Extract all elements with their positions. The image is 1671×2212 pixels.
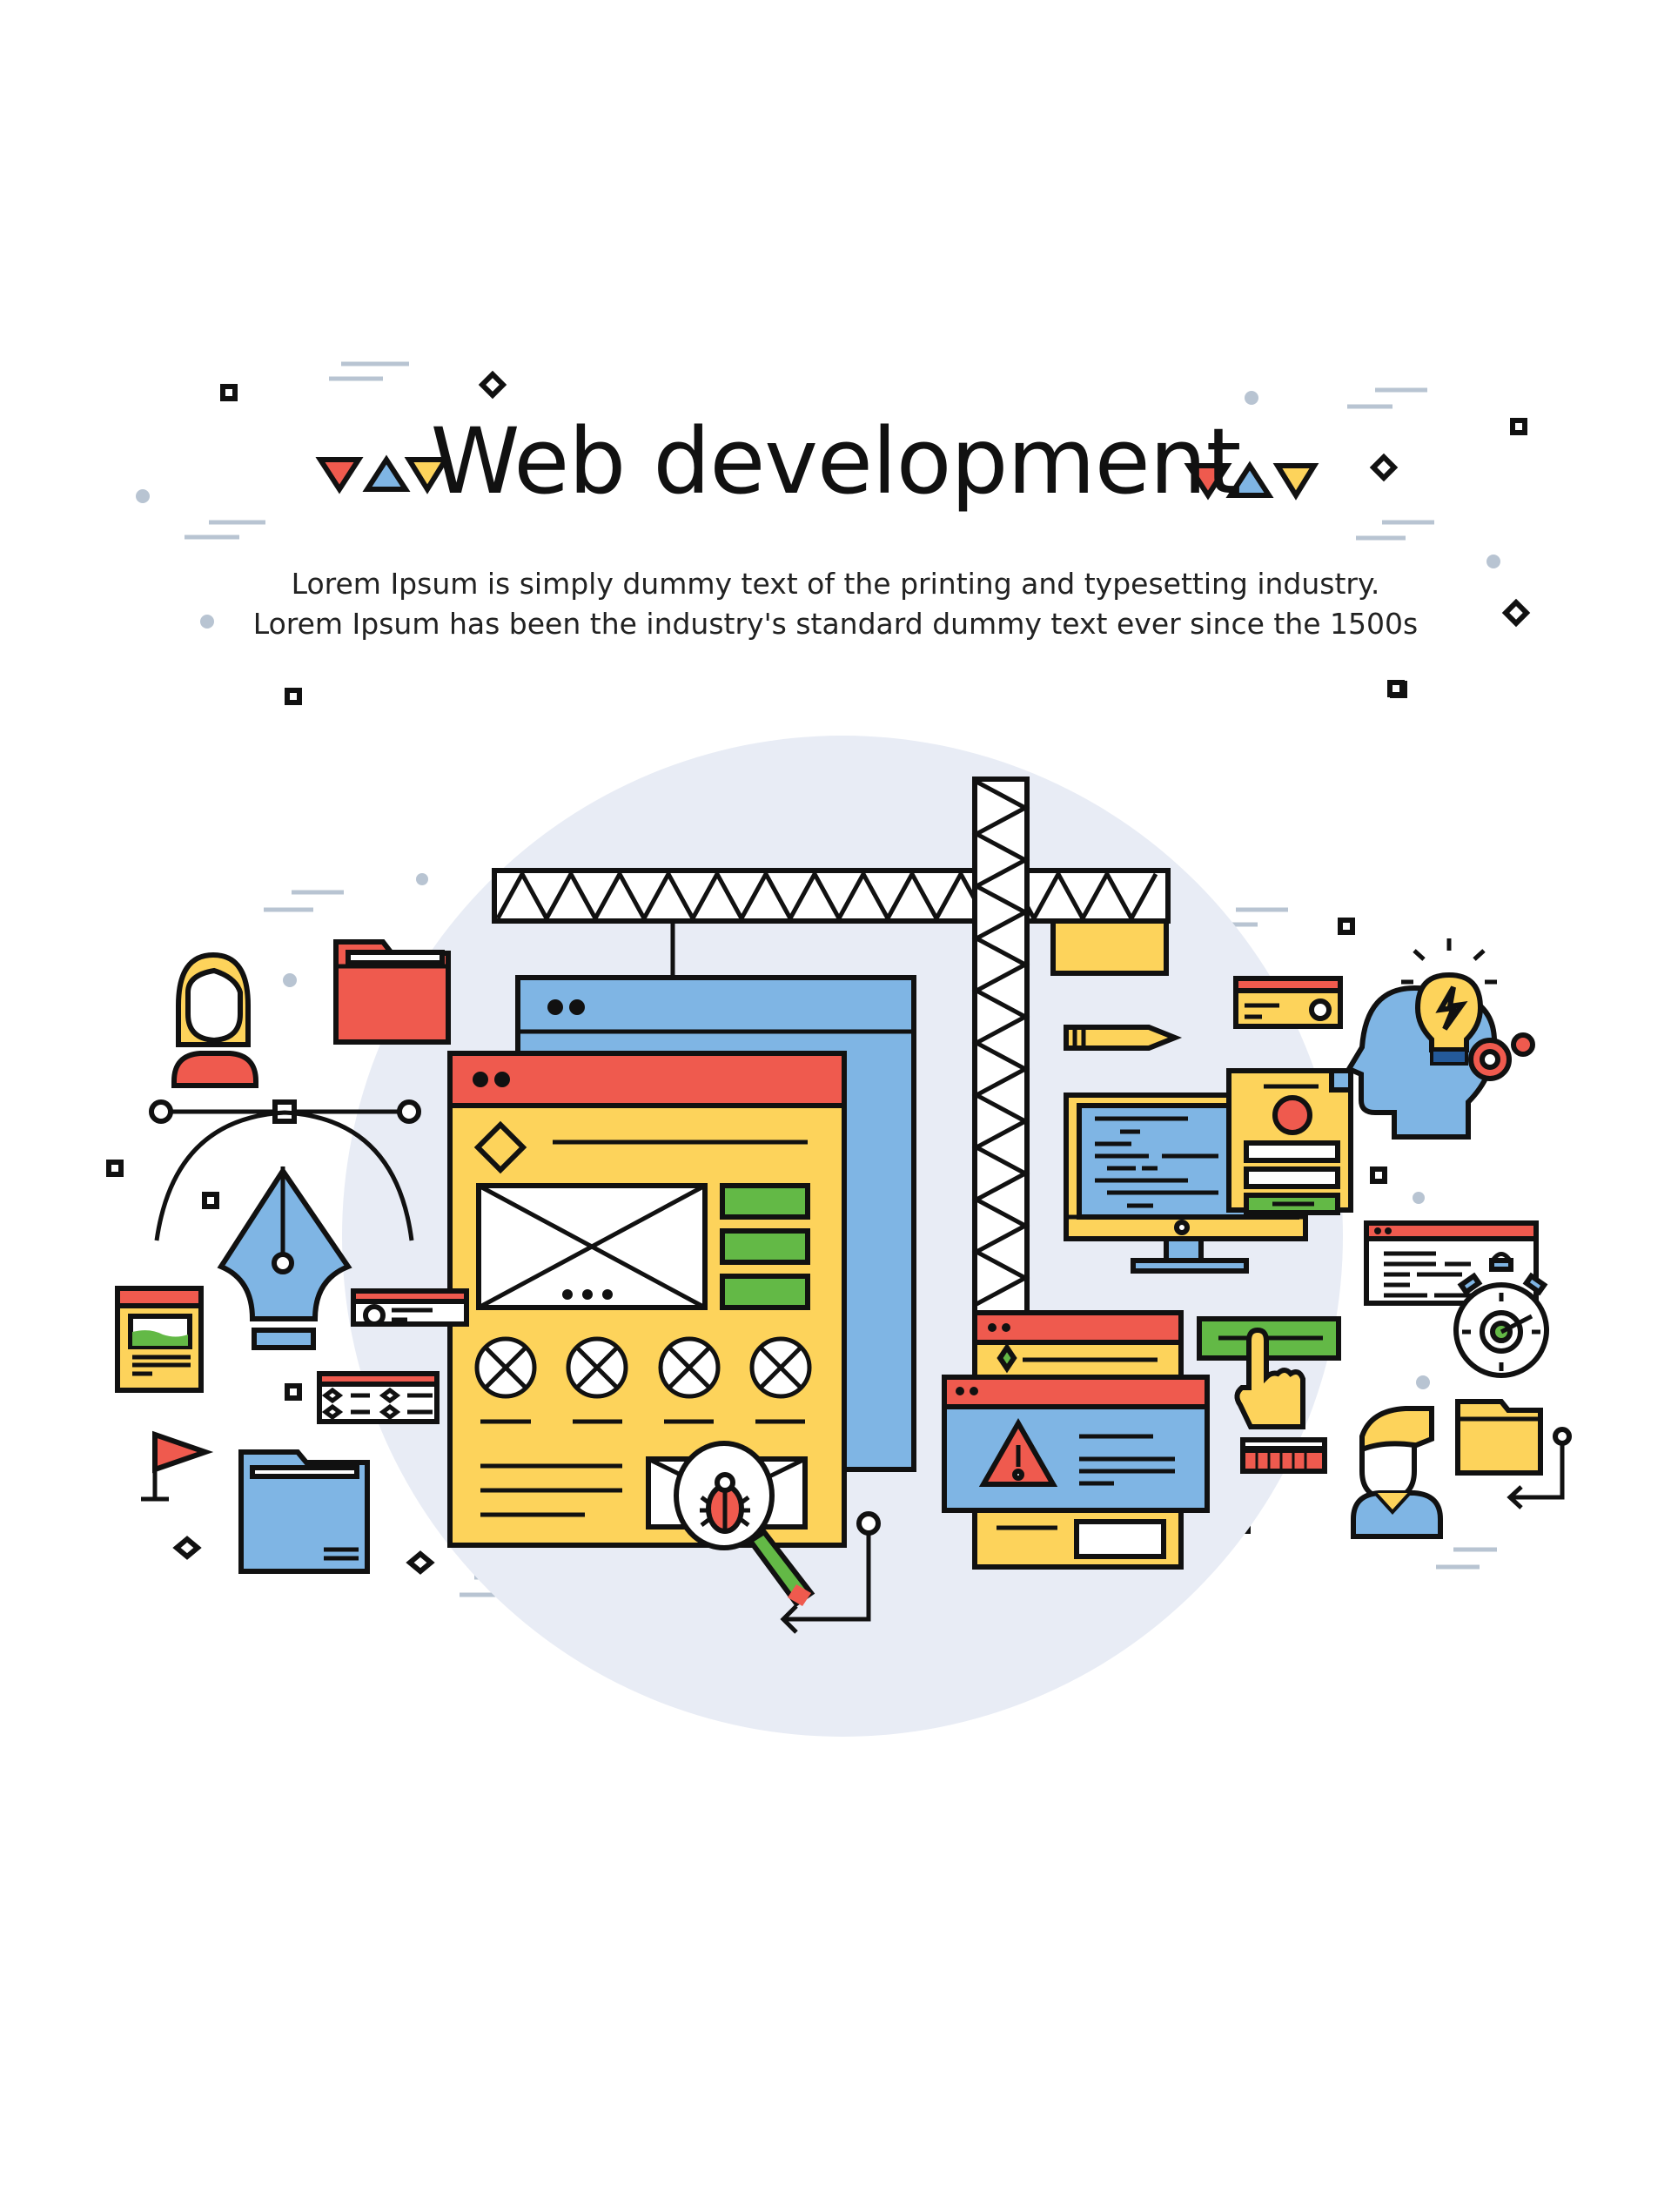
subtitle-line-2: Lorem Ipsum has been the industry's stan… [252,607,1419,641]
arrow-return-icon-right [1507,1427,1572,1509]
subtitle-line-1: Lorem Ipsum is simply dummy text of the … [291,567,1380,601]
folder-red-icon [333,939,451,1045]
folder-yellow-icon [1455,1399,1543,1476]
login-form-icon [1226,1068,1353,1215]
bug-magnifier-icon [646,1441,815,1608]
toggle-window-icon [1233,976,1343,1029]
flag-icon [141,1430,214,1502]
pen-tool-icon [149,1099,421,1350]
page-subtitle: Lorem Ipsum is simply dummy text of the … [0,564,1671,644]
title-triangles-right [1184,461,1319,501]
folder-blue-icon [238,1449,370,1574]
image-window-icon [115,1286,204,1393]
title-triangles-left [315,454,451,494]
idea-head-icon [1345,938,1535,1140]
gear-icon [1468,1032,1535,1081]
click-hand-icon [1197,1316,1341,1474]
checklist-window-icon [317,1371,440,1424]
profile-card-icon [351,1288,469,1327]
page-title: Web development [430,408,1242,514]
user-male-icon [1351,1406,1443,1539]
warning-window-icon [942,1310,1210,1570]
pencil-icon [1064,1025,1183,1051]
stopwatch-icon [1453,1252,1549,1378]
crane-icon [492,777,1171,1321]
arrow-return-icon [780,1511,881,1634]
user-female-icon [171,951,258,1088]
